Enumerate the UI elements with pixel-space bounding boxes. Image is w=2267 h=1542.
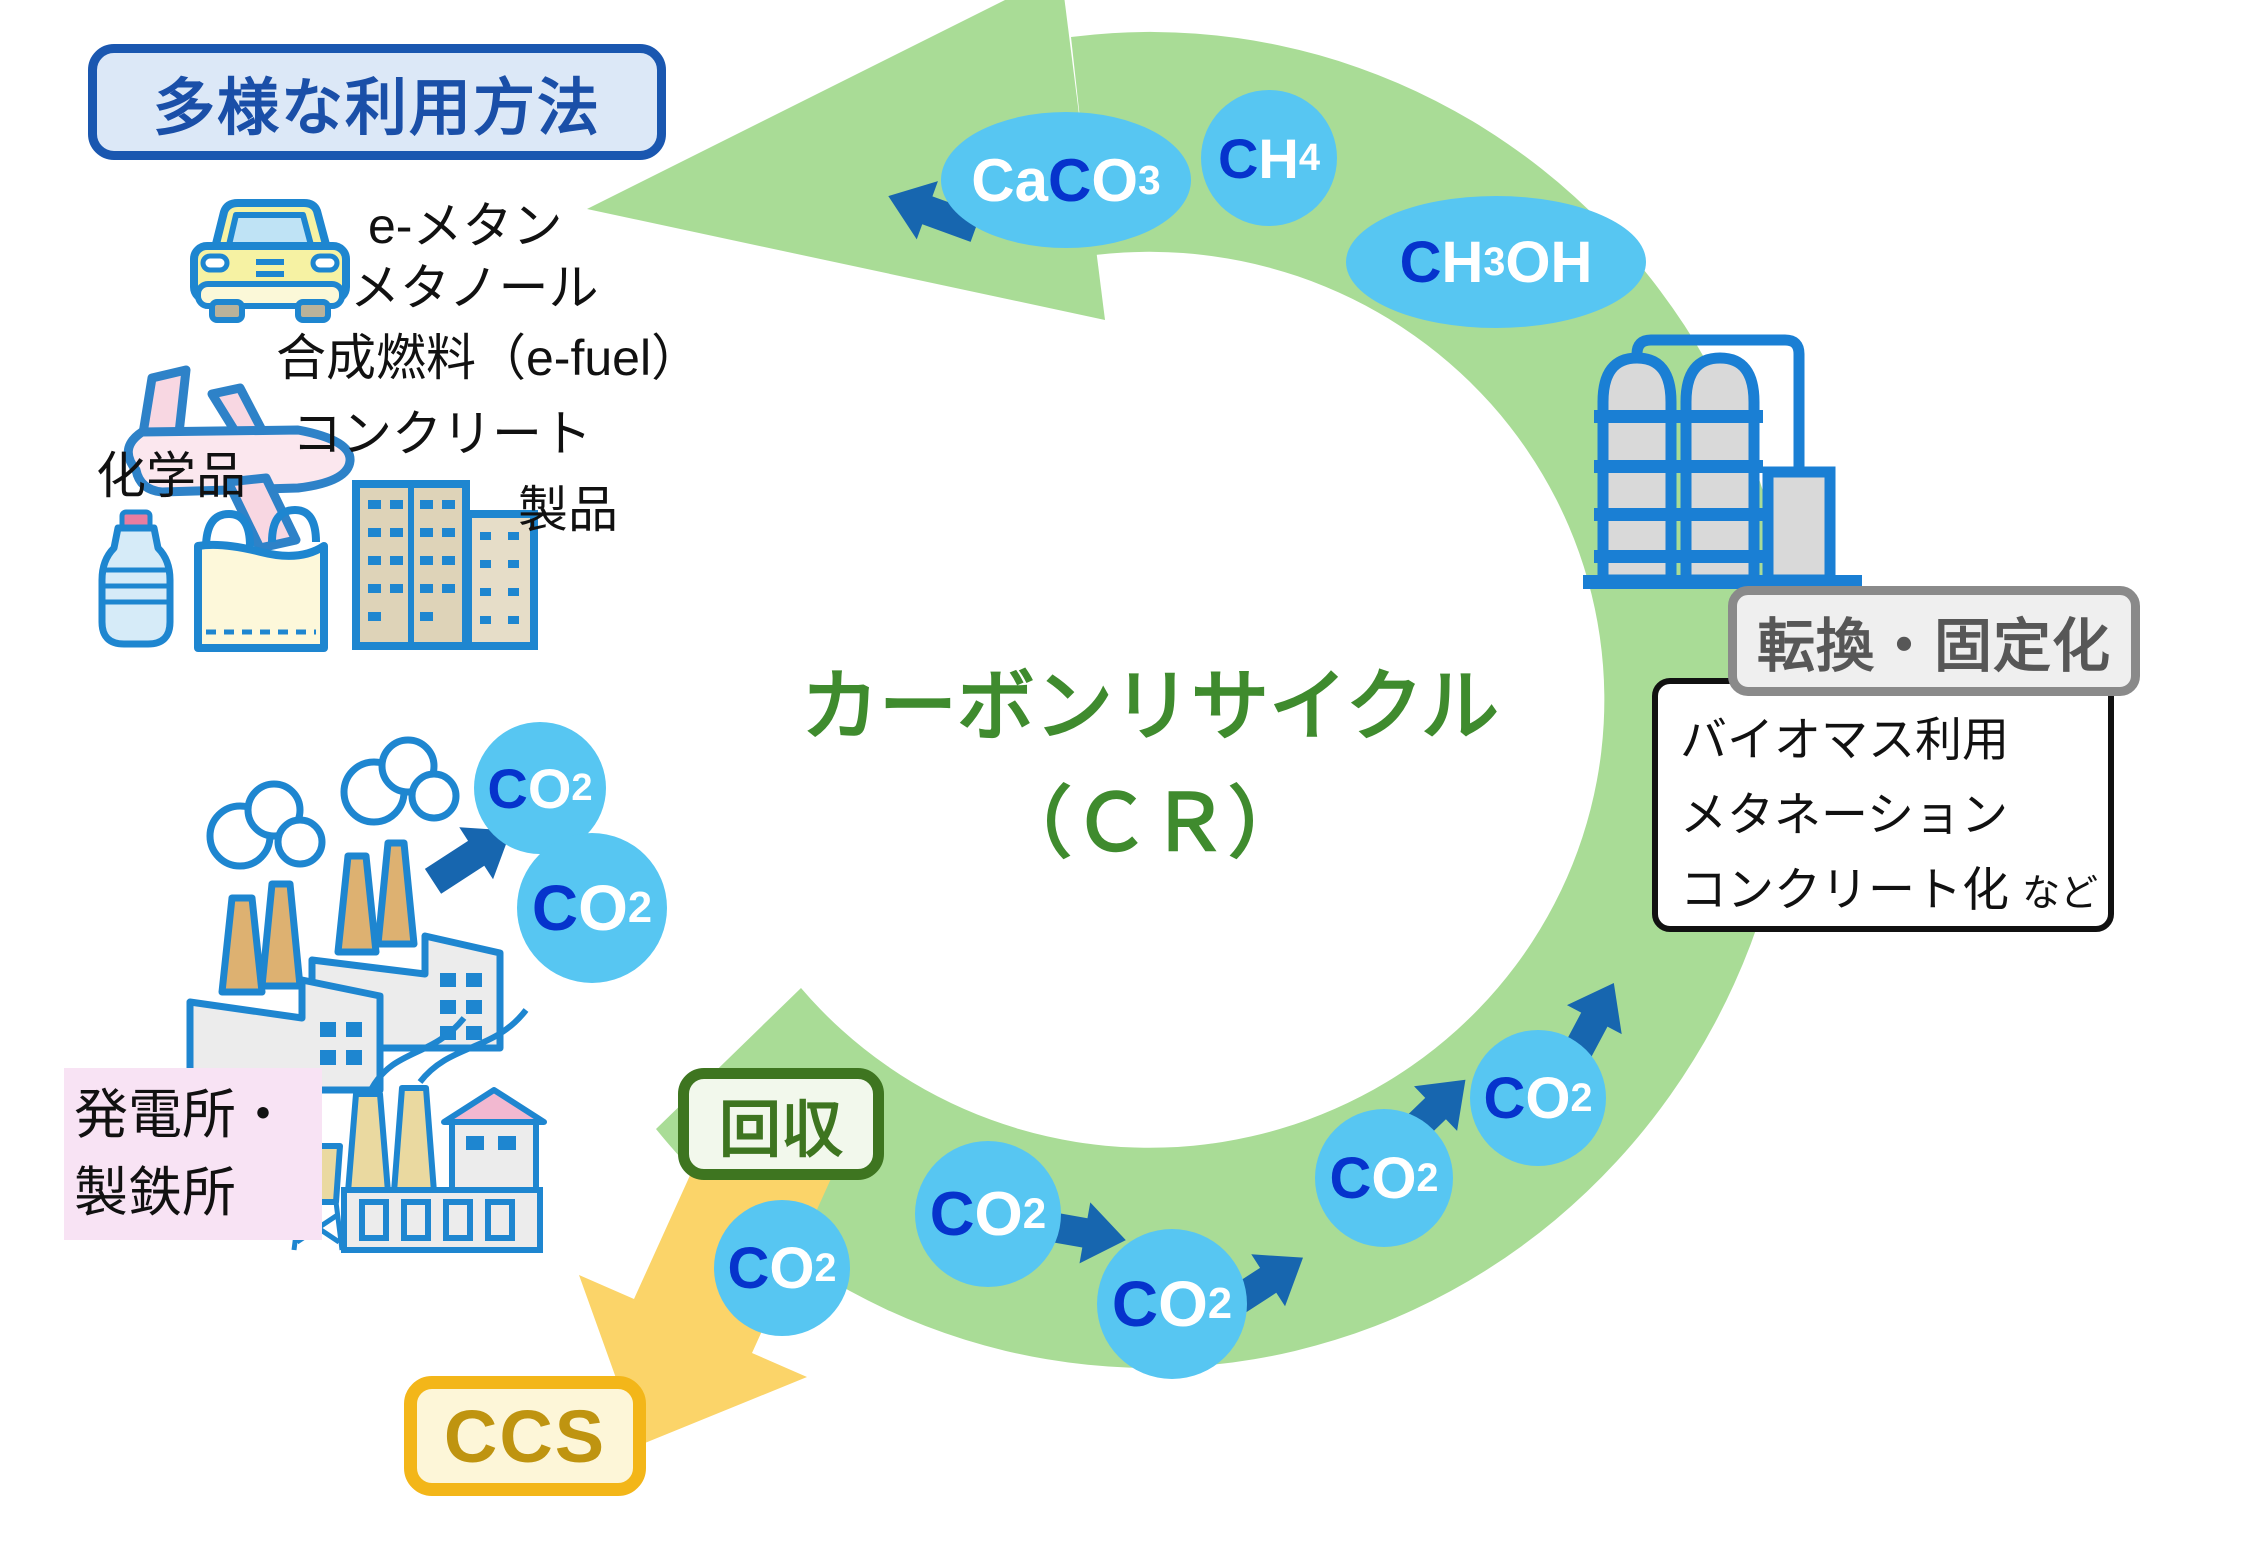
sources-line1: 発電所・: [74, 1085, 290, 1145]
conversion-label: 転換・固定化: [1756, 614, 2111, 679]
usage-title-label: 多様な利用方法: [152, 74, 601, 143]
airplane-icon: [123, 365, 355, 553]
usage-item-e-methane: e-メタン: [368, 198, 563, 254]
etc-label: など: [2022, 873, 2099, 916]
usage-item-concrete: コンクリート: [292, 406, 592, 462]
conversion-methods-box: バイオマス利用 メタネーション コンクリート化 など: [1652, 678, 2114, 932]
usage-item-synthetic-fuel: 合成燃料（e-fuel）: [276, 330, 702, 386]
factory-icon: [186, 736, 504, 1094]
ccs-label: CCS: [443, 1394, 607, 1478]
plastic-bag-icon: [194, 506, 328, 652]
emission-sources-box: 発電所・ 製鉄所: [64, 1068, 322, 1240]
ccs-arrow: [579, 1118, 834, 1445]
center-title: カーボンリサイクル （ＣＲ）: [735, 648, 1565, 882]
conversion-method: コンクリート化 など: [1680, 863, 2099, 917]
conversion-method: バイオマス利用: [1680, 713, 2009, 766]
center-title-line1: カーボンリサイクル: [800, 662, 1500, 750]
sources-line2: 製鉄所: [74, 1163, 236, 1224]
formula-ch4: C: [1217, 126, 1259, 190]
power-plant-icon: [291, 1008, 547, 1253]
recycle-cycle-arrow: [587, 0, 1796, 1368]
conversion-label-box: 転換・固定化: [1728, 586, 2140, 696]
car-icon: [190, 199, 350, 323]
conversion-method: メタネーション: [1680, 788, 2009, 842]
concrete-buildings-icon: [352, 480, 538, 650]
capture-box: 回収: [678, 1068, 884, 1180]
usage-item-products: 製品: [518, 482, 618, 538]
formula-caco3: Ca: [971, 146, 1048, 214]
center-title-line2: （ＣＲ）: [993, 779, 1306, 867]
usage-item-methanol: メタノール: [350, 260, 599, 316]
usage-title-box: 多様な利用方法: [88, 44, 666, 160]
plastic-bottle-icon: [98, 509, 174, 648]
capture-label: 回収: [718, 1096, 843, 1165]
usage-item-chemicals: 化学品: [96, 448, 246, 504]
chemical-plant-icon: [1583, 334, 1862, 589]
cycle-arrowhead: [587, 0, 1105, 320]
ccs-box: CCS: [404, 1376, 646, 1496]
formula-ch3oh: C: [1399, 229, 1442, 295]
